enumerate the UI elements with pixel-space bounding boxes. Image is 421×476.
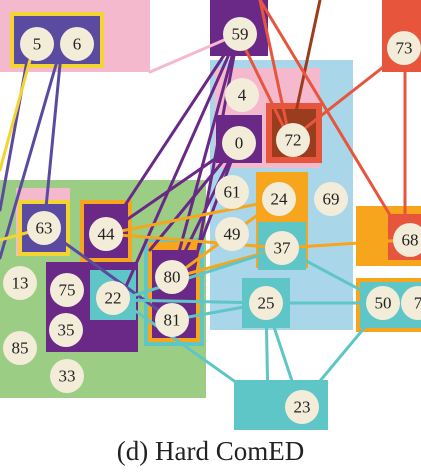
node-35: 35 (49, 313, 83, 347)
edge (288, 48, 407, 142)
node-22-label: 22 (105, 289, 122, 308)
node-72-label: 72 (285, 131, 302, 150)
node-80: 80 (155, 260, 189, 294)
node-59: 59 (223, 17, 257, 51)
node-69: 69 (314, 182, 348, 216)
node-50-label: 50 (375, 294, 392, 313)
edge (288, 0, 322, 142)
edge (148, 141, 240, 252)
node-35-label: 35 (58, 321, 75, 340)
node-0-label: 0 (235, 134, 244, 153)
node-61: 61 (215, 175, 249, 209)
node-0: 0 (222, 126, 256, 160)
edge (264, 301, 302, 407)
node-69-label: 69 (323, 190, 340, 209)
node-37: 37 (265, 231, 299, 265)
edge (298, 301, 387, 407)
node-49: 49 (215, 217, 249, 251)
node-59-label: 59 (232, 25, 249, 44)
node-24-label: 24 (271, 190, 289, 209)
edge (42, 42, 64, 230)
edge (0, 58, 32, 172)
node-6-label: 6 (73, 35, 82, 54)
node-4-label: 4 (238, 86, 247, 105)
node-73: 73 (387, 31, 421, 65)
edge (104, 32, 240, 236)
edge (118, 298, 268, 305)
node-7-label: 7 (414, 294, 421, 313)
edge (280, 238, 407, 250)
node-23-label: 23 (294, 398, 311, 417)
node-61-label: 61 (224, 183, 241, 202)
figure-caption: (d) Hard ComED (116, 436, 305, 466)
edge (104, 141, 240, 236)
node-85: 85 (3, 331, 37, 365)
node-24: 24 (262, 182, 296, 216)
node-68: 68 (393, 223, 421, 257)
edge (118, 298, 270, 407)
edge (0, 42, 32, 212)
node-37-label: 37 (274, 239, 292, 258)
edge (170, 32, 240, 280)
edge (170, 141, 240, 280)
edge (170, 141, 240, 322)
node-4: 4 (225, 78, 259, 112)
node-25: 25 (249, 286, 283, 320)
node-72: 72 (276, 123, 310, 157)
node-44-label: 44 (98, 225, 116, 244)
edge (104, 198, 280, 236)
edge (0, 42, 64, 260)
node-7: 7 (401, 286, 421, 320)
node-63: 63 (27, 211, 61, 245)
community-graph: 5 6 59 73 4 0 72 61 24 69 63 44 (0, 0, 421, 430)
node-13: 13 (3, 266, 37, 300)
edge (280, 246, 387, 305)
node-73-label: 73 (396, 39, 413, 58)
edge (236, 32, 292, 142)
edge (148, 32, 240, 74)
node-13-label: 13 (12, 274, 29, 293)
node-75-label: 75 (59, 281, 76, 300)
edge (258, 0, 292, 142)
node-85-label: 85 (12, 339, 29, 358)
node-5: 5 (20, 27, 54, 61)
node-44: 44 (89, 217, 123, 251)
node-75: 75 (50, 273, 84, 307)
node-49-label: 49 (224, 225, 241, 244)
edge (118, 32, 240, 302)
edge (264, 301, 270, 407)
edge (104, 232, 284, 250)
node-50: 50 (366, 286, 400, 320)
node-23: 23 (285, 390, 319, 424)
node-81-label: 81 (164, 311, 181, 330)
node-63-label: 63 (36, 219, 53, 238)
edge (42, 226, 174, 322)
node-68-label: 68 (402, 231, 419, 250)
node-80-label: 80 (164, 268, 181, 287)
edge (258, 0, 407, 242)
node-33: 33 (50, 359, 84, 393)
node-33-label: 33 (59, 367, 76, 386)
edge (118, 246, 284, 302)
node-6: 6 (60, 27, 94, 61)
node-81: 81 (155, 303, 189, 337)
node-25-label: 25 (258, 294, 275, 313)
node-22: 22 (96, 281, 130, 315)
node-5-label: 5 (33, 35, 42, 54)
